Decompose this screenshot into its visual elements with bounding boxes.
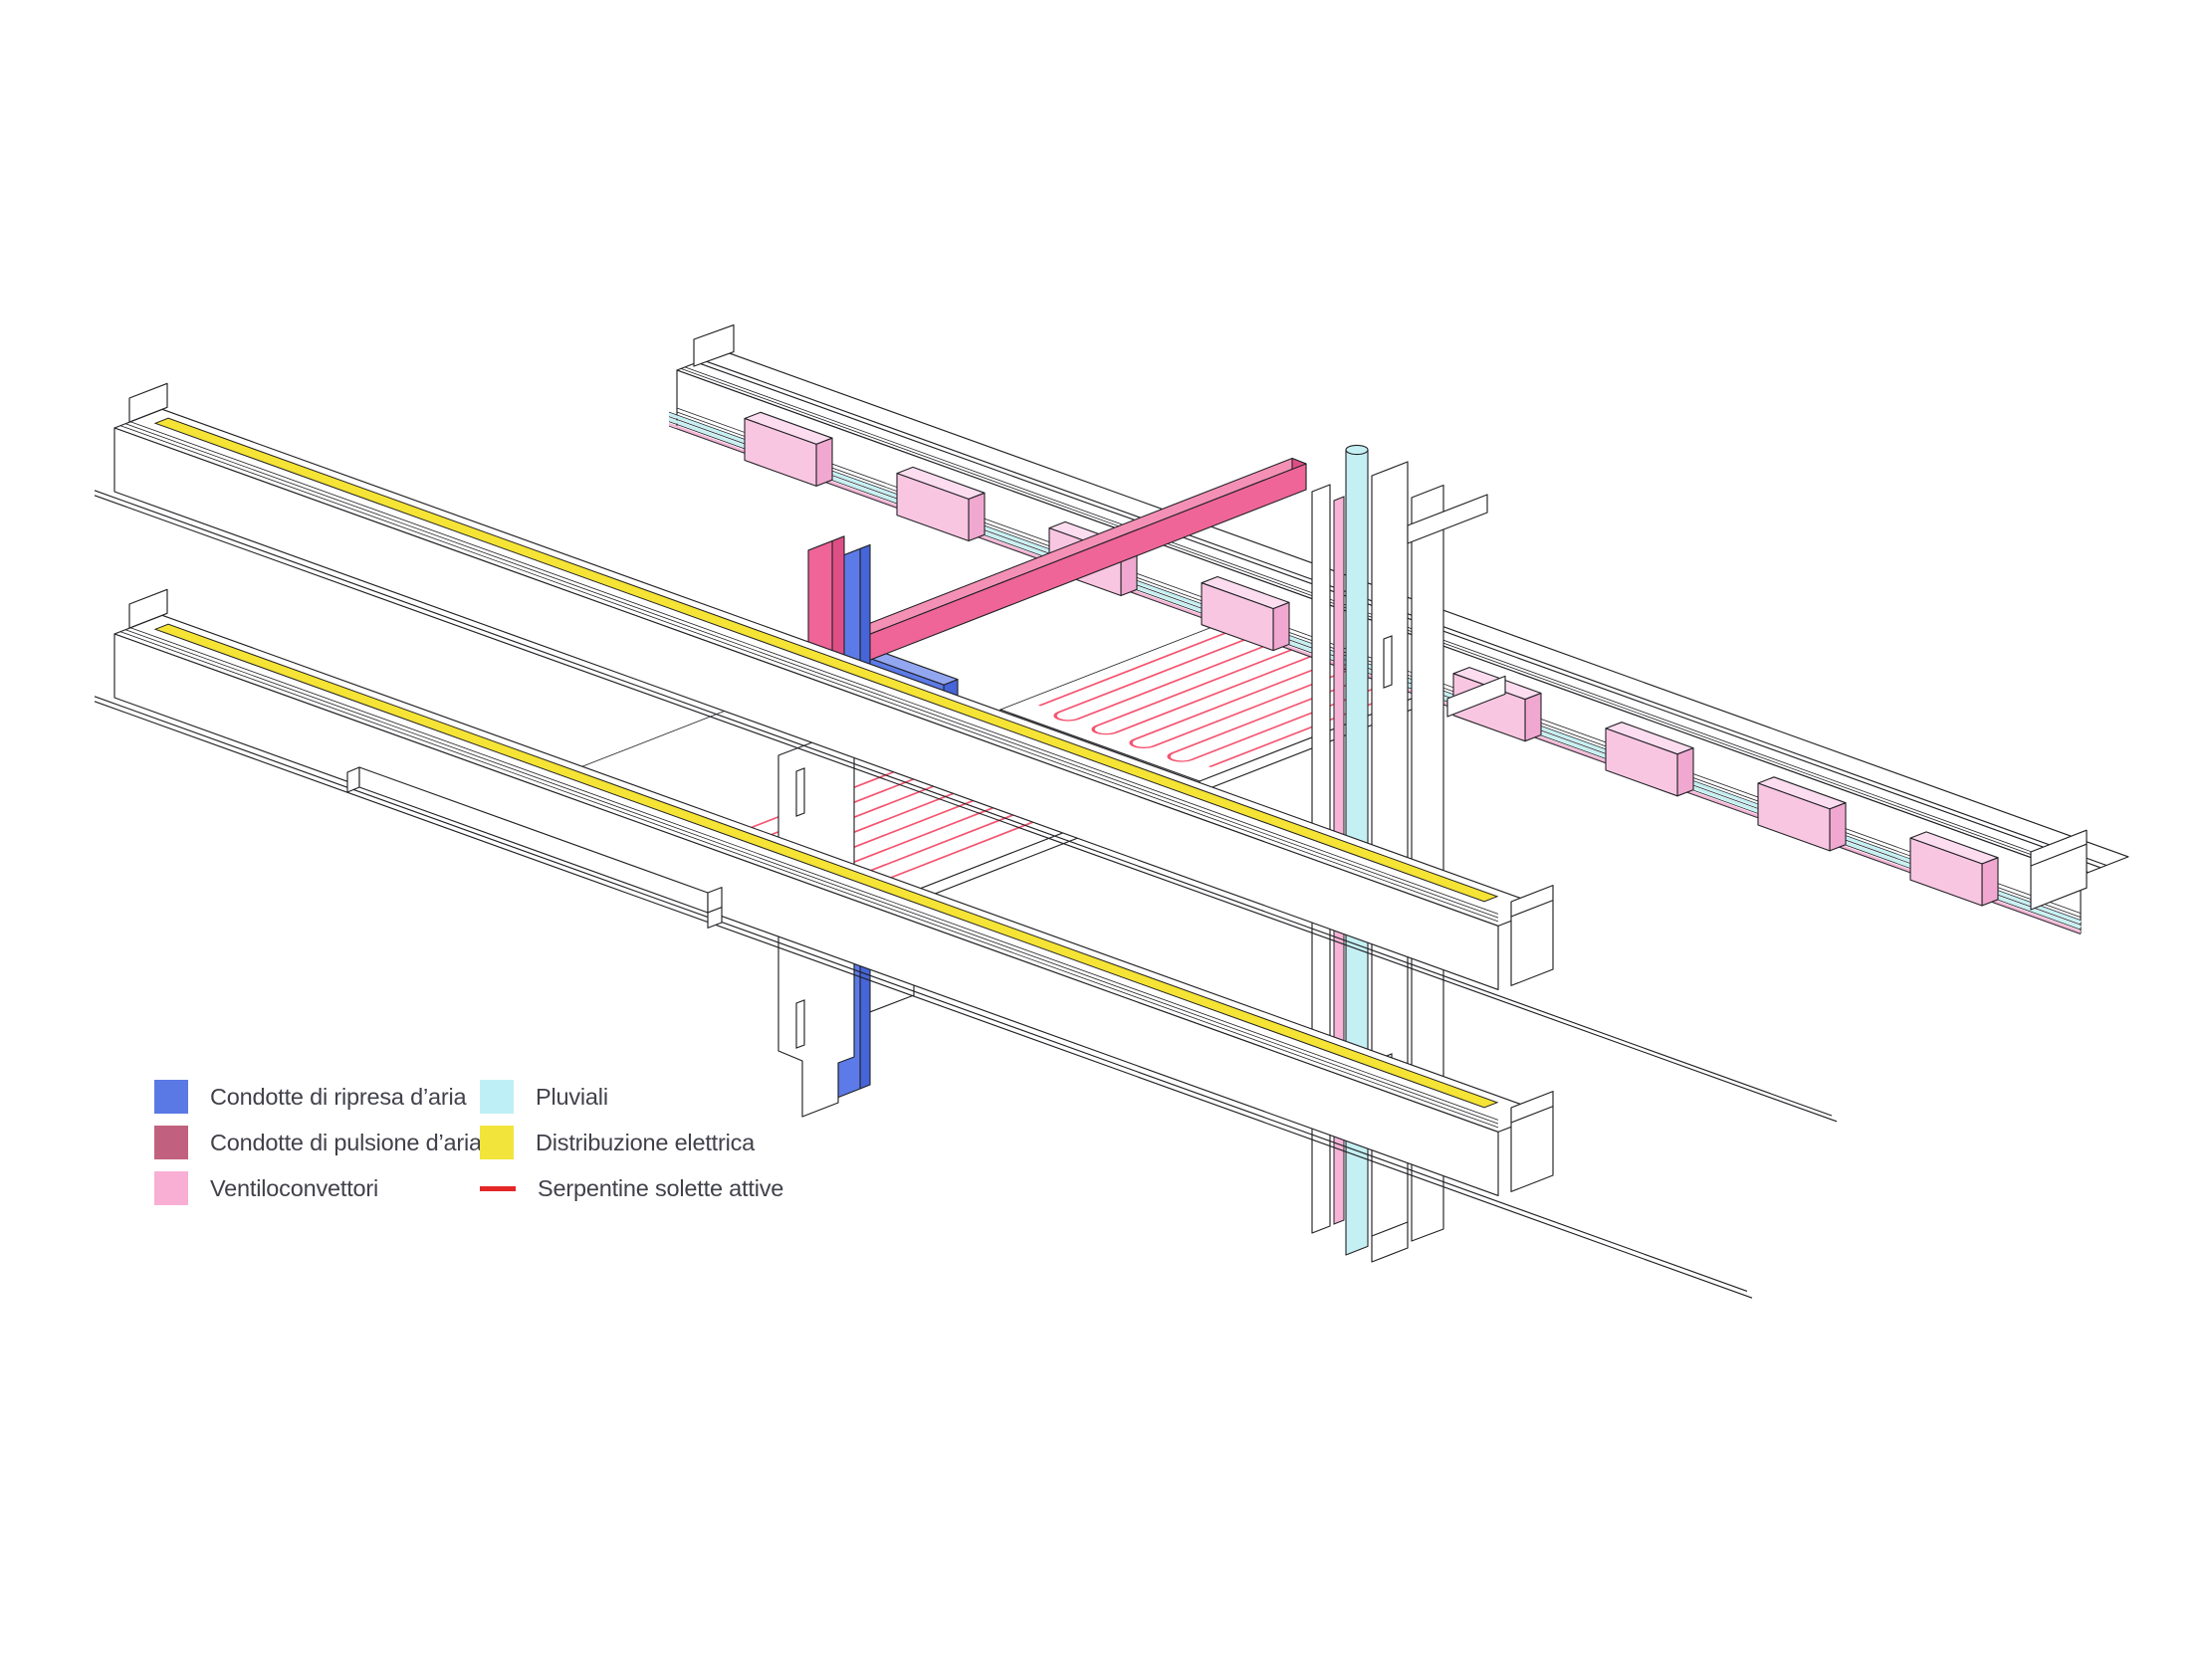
electrical-distribution-strip — [153, 623, 1499, 1109]
legend-label: Pluviali — [536, 1083, 608, 1110]
legend-label: Ventiloconvettori — [210, 1174, 379, 1201]
slab-edge-lip — [1446, 675, 1506, 718]
legend-label: Condotte di pulsione d’aria — [210, 1129, 482, 1155]
beam-under-rail — [94, 696, 1748, 1292]
legend-item-pluviali: Pluviali — [480, 1080, 783, 1114]
legend-swatch-elettrica — [480, 1126, 514, 1159]
legend-item-ventiloconvettori: Ventiloconvettori — [154, 1171, 482, 1205]
legend-label: Condotte di ripresa d’aria — [210, 1083, 467, 1110]
electrical-distribution-strip — [153, 417, 1499, 903]
beam-under-rail — [94, 701, 1753, 1299]
legend-label: Distribuzione elettrica — [536, 1129, 756, 1155]
fan-coil-unit — [896, 466, 986, 542]
fan-coil-unit — [1909, 831, 1999, 907]
legend-column-1: Condotte di ripresa d’aria Condotte di p… — [154, 1080, 482, 1205]
fan-coil-unit — [1201, 575, 1290, 652]
beam-front-face — [113, 633, 1499, 1196]
beam-top-groove — [129, 421, 1499, 915]
beam-under-rail — [94, 495, 1838, 1123]
beam-under-rail — [94, 490, 1833, 1117]
legend-item-serpentine: Serpentine solette attive — [480, 1171, 783, 1205]
fan-coil-units — [744, 411, 1999, 907]
mullion-panel — [1411, 484, 1444, 1242]
upper-beam-end-tab — [693, 324, 735, 367]
floor-beam-lower — [94, 588, 1753, 1299]
legend-swatch-serpentine — [480, 1185, 516, 1191]
beam-end-tab — [128, 382, 168, 423]
beam-end-cap-line — [1510, 900, 1554, 918]
legend-label: Serpentine solette attive — [538, 1174, 784, 1201]
floor-beam-upper — [94, 382, 1838, 1123]
beam-end-tab — [128, 588, 168, 629]
legend-item-ripresa: Condotte di ripresa d’aria — [154, 1080, 482, 1114]
beam-top-groove — [129, 627, 1499, 1121]
legend-swatch-ripresa — [154, 1080, 188, 1114]
legend-swatch-pulsione — [154, 1126, 188, 1159]
beam-top-groove — [124, 629, 1499, 1125]
fan-coil-unit — [1757, 776, 1847, 852]
legend-swatch-pluviali — [480, 1080, 514, 1114]
legend-swatch-ventiloconvettori — [154, 1171, 188, 1205]
beam-top-groove — [119, 631, 1499, 1129]
mullion-step-line — [1371, 1221, 1409, 1237]
mullion-slot — [1383, 635, 1393, 689]
fan-coil-unit — [744, 411, 833, 487]
beam-end-cap — [1510, 885, 1554, 986]
beam-end-cap — [1510, 1091, 1554, 1192]
beam-top-groove — [119, 425, 1499, 923]
beam-end-cap-line — [1510, 1106, 1554, 1124]
legend-item-elettrica: Distribuzione elettrica — [480, 1126, 783, 1159]
beam-top-groove — [124, 423, 1499, 919]
legend-item-pulsione: Condotte di pulsione d’aria — [154, 1126, 482, 1159]
legend-column-2: Pluviali Distribuzione elettrica Serpent… — [480, 1080, 783, 1205]
column-slot — [795, 999, 805, 1049]
mullion-top-bracket — [1407, 494, 1488, 544]
upper-beam-end-cap-line — [2030, 843, 2088, 867]
column-slot — [795, 767, 805, 817]
fan-coil-unit — [1605, 722, 1694, 797]
beam-front-face — [113, 427, 1499, 990]
slab-front-trim — [346, 766, 723, 929]
